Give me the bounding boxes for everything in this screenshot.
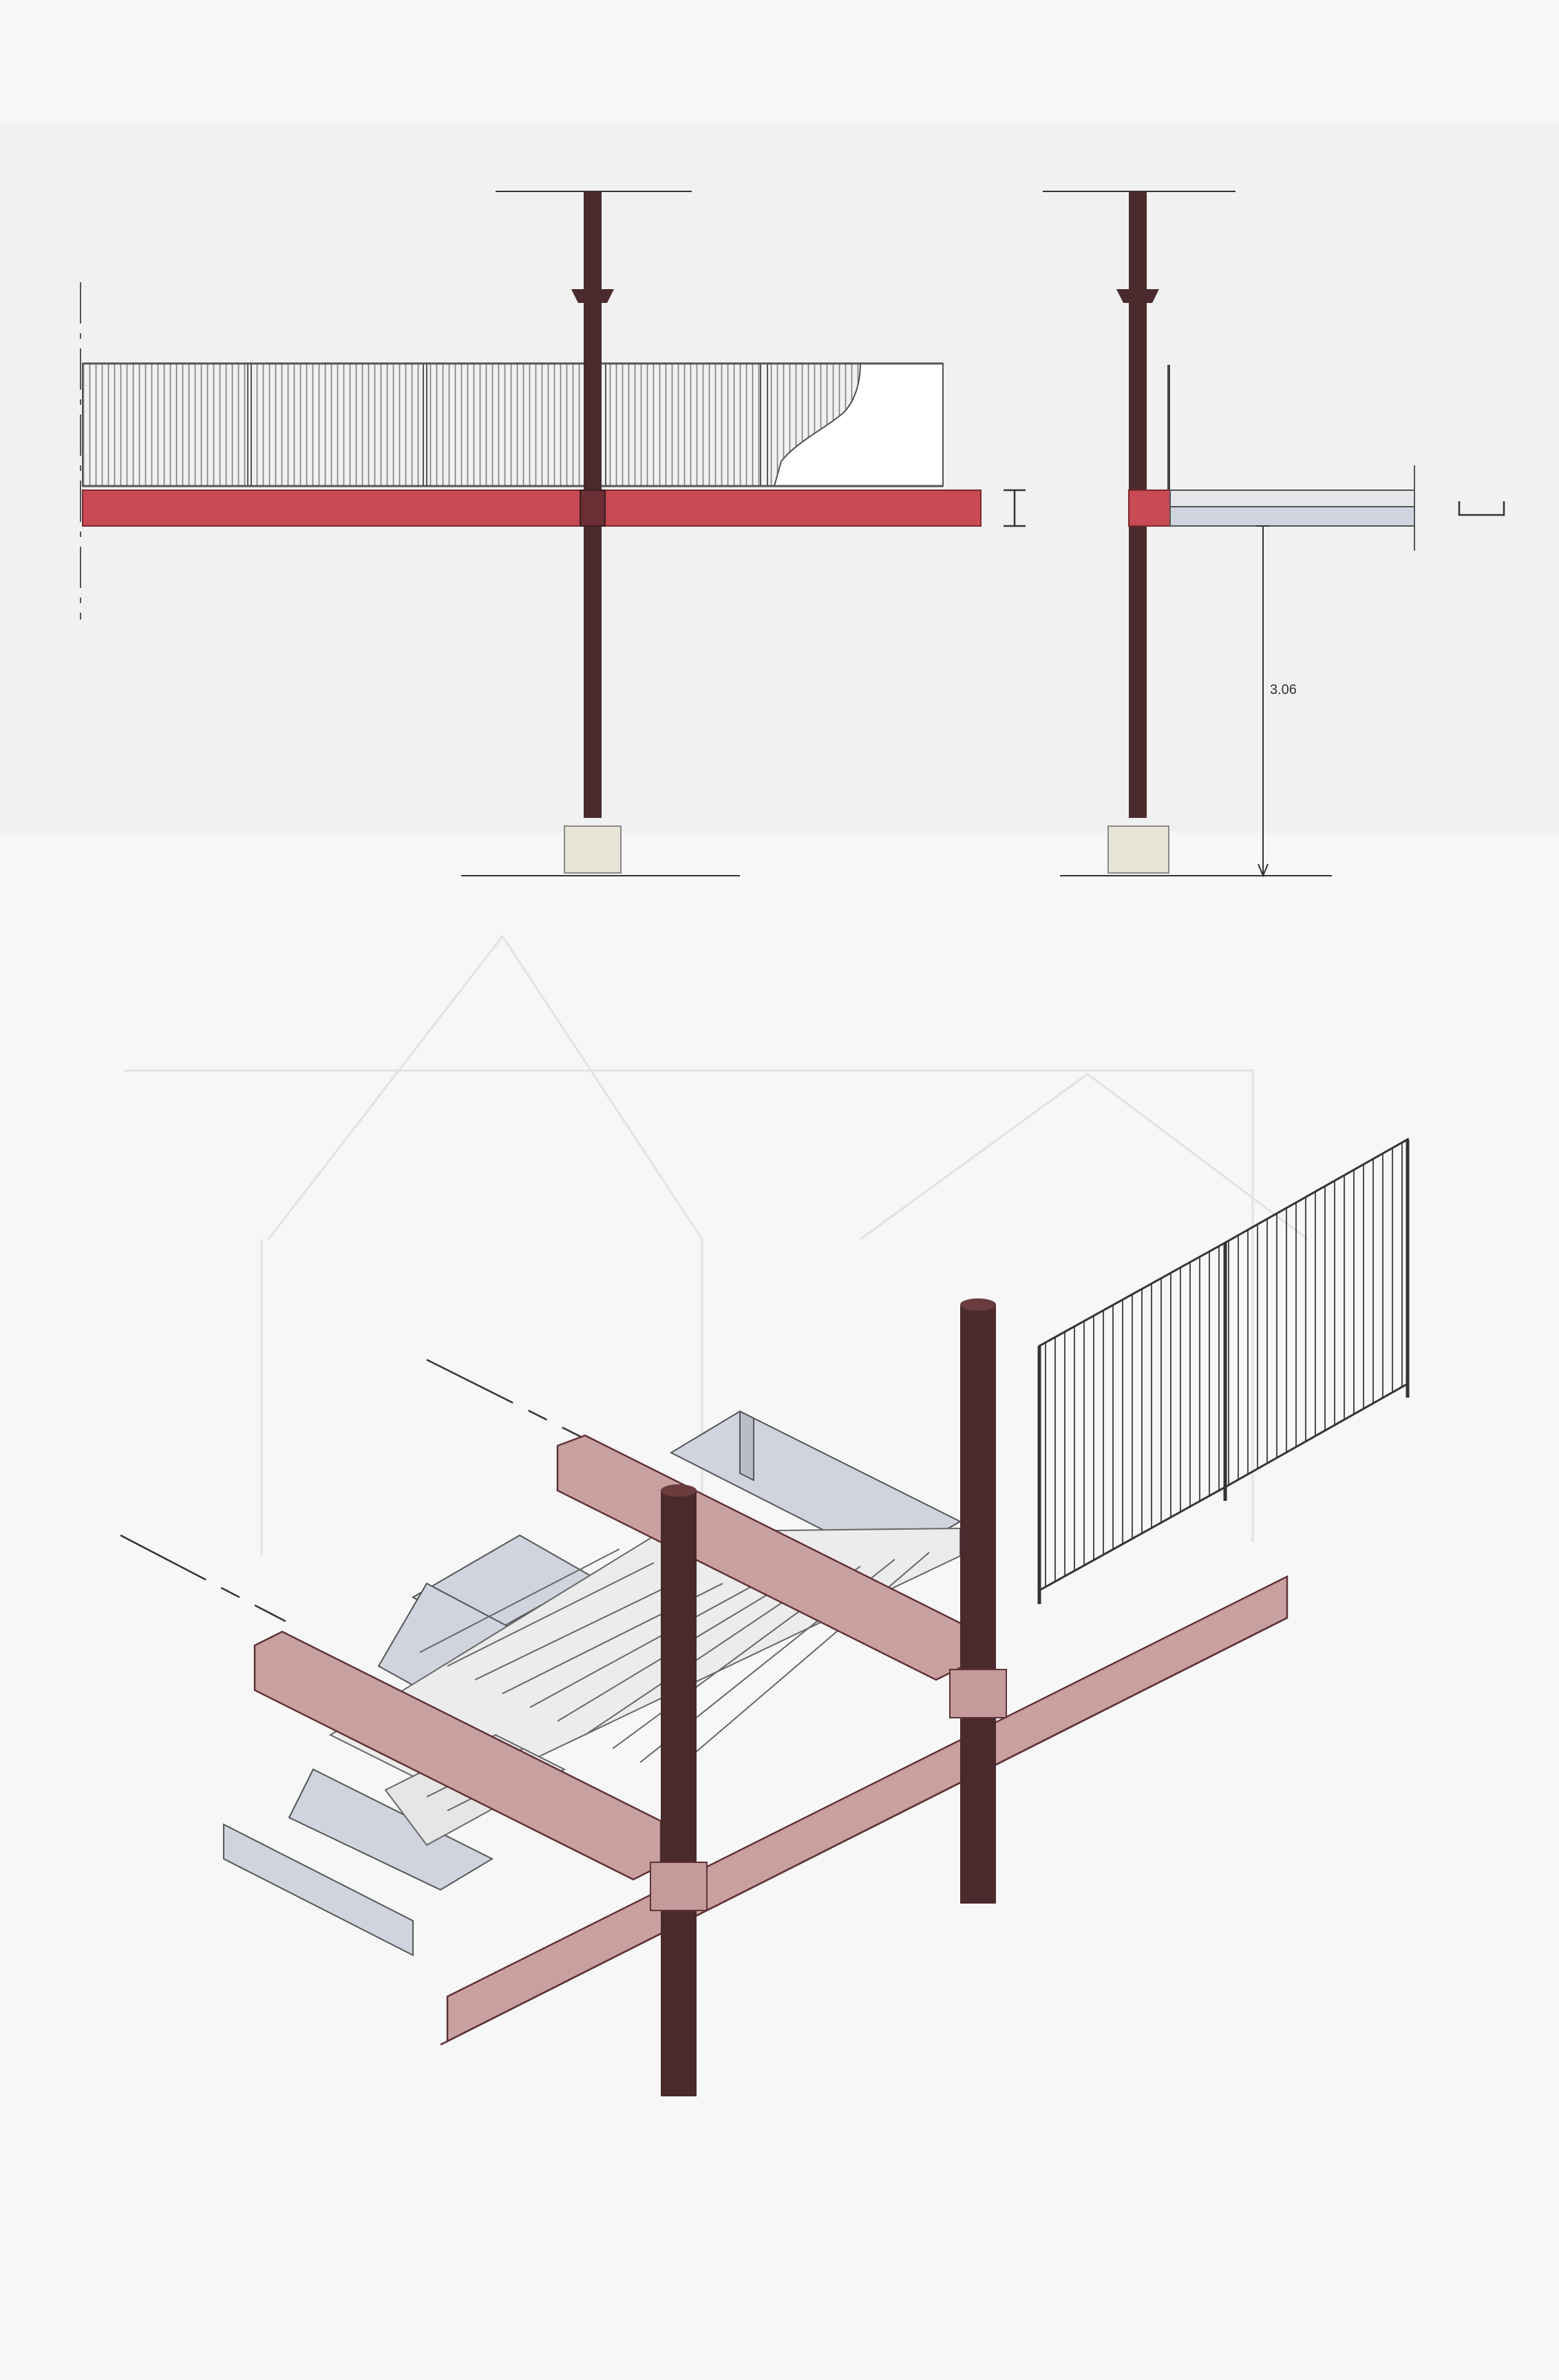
steel-beam-elevation — [82, 489, 982, 527]
beam-connection-section — [1128, 489, 1171, 527]
decking-section — [1169, 489, 1415, 507]
trough-decking — [223, 1410, 962, 1957]
trough-section — [1169, 506, 1415, 527]
axis-dash-lower — [120, 1534, 286, 1623]
i-section-symbol — [1004, 489, 1026, 527]
columns-iso — [650, 1298, 1007, 2096]
axis-dash-upper — [426, 1358, 600, 1447]
railing-mesh-elevation — [82, 362, 944, 487]
railing-mesh-iso — [1037, 1137, 1410, 1604]
footing-left — [564, 825, 622, 874]
footing-right — [1107, 825, 1169, 874]
column-elevation-left — [571, 191, 614, 818]
channel-section-symbol — [1458, 501, 1505, 516]
side-section: 3.06 — [1043, 191, 1505, 878]
dimension-label: 3.06 — [1270, 682, 1297, 697]
isometric-view — [120, 1137, 1410, 2096]
front-elevation — [80, 191, 1026, 876]
